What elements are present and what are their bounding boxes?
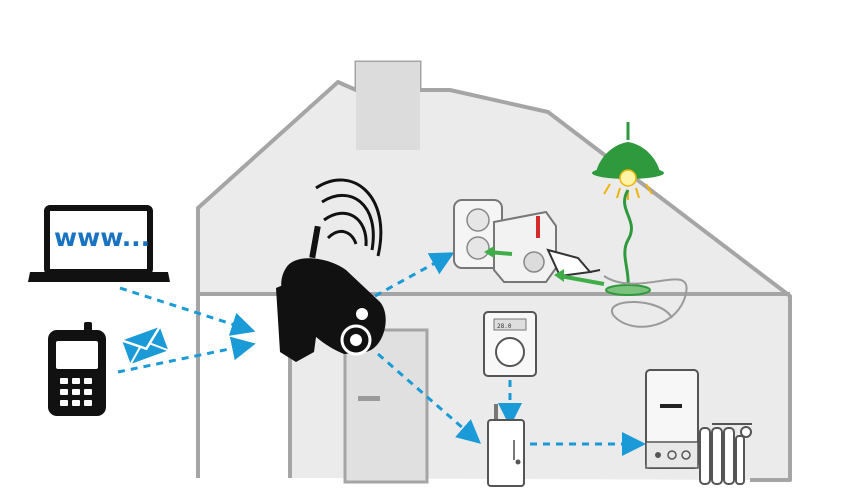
door-handle: [358, 396, 380, 401]
wireless-camera-icon: [276, 178, 386, 362]
laptop-screen-text: www...: [54, 223, 150, 252]
signal-arrows: [117, 252, 646, 456]
smart-plug-icon: [493, 210, 601, 283]
radiator-icon: [699, 423, 752, 485]
receiver-module-icon: [487, 404, 525, 487]
arrow-phone-to-camera: [117, 336, 256, 374]
boiler-icon: [645, 369, 699, 469]
green-indicator-arrows: [484, 246, 605, 286]
house-chimney-top: [356, 62, 420, 150]
arrow-camera-to-plug: [374, 252, 455, 298]
thermostat-display: 28.0: [497, 323, 512, 330]
house-door: [343, 328, 429, 484]
floor-lamp-icon: [592, 122, 688, 328]
thermostat-icon: 28.0: [483, 311, 537, 377]
laptop-icon: www...: [28, 205, 170, 282]
mobile-phone-icon: [48, 322, 106, 416]
arrow-laptop-to-camera: [119, 286, 256, 336]
envelope-icon: [121, 326, 169, 365]
